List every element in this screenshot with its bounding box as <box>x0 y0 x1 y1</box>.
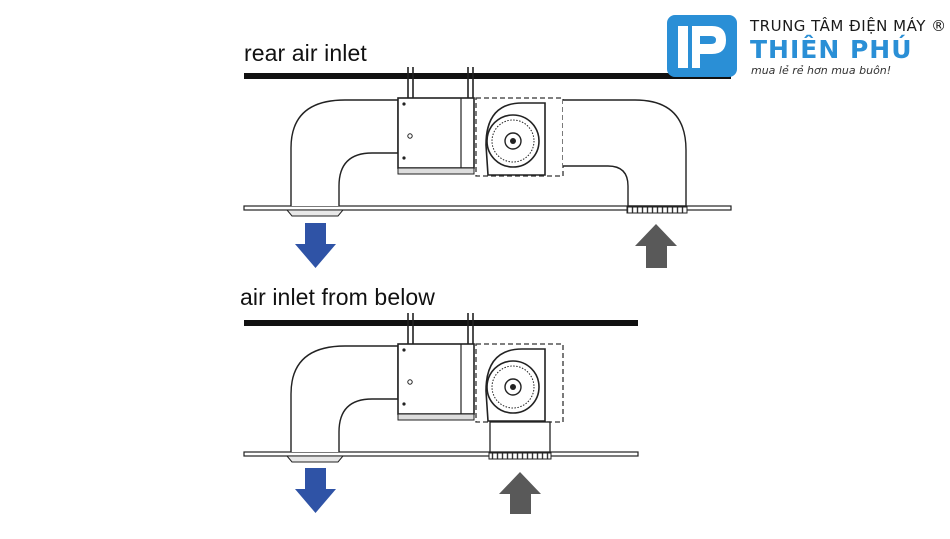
rear-air-inlet-label: rear air inlet <box>244 40 367 66</box>
bottom-diagram <box>243 313 639 514</box>
return-box-bottom <box>489 421 551 453</box>
inlet-arrow-top <box>635 224 677 268</box>
return-grille-top <box>626 206 688 214</box>
thien-phu-logo-icon <box>667 15 737 77</box>
brand-name: THIÊN PHÚ <box>750 35 913 64</box>
unit-body-top <box>397 97 475 169</box>
brand-logo: TRUNG TÂM ĐIỆN MÁY ® THIÊN PHÚ mua lẻ rẻ… <box>667 15 946 77</box>
hanger-rods-top <box>407 67 474 100</box>
top-diagram <box>243 67 732 268</box>
false-ceiling-bottom <box>243 451 639 457</box>
supply-duct-top <box>290 99 399 206</box>
outlet-arrow-bottom <box>295 468 336 513</box>
ceiling-line-top <box>244 73 731 79</box>
inlet-arrow-bottom <box>499 472 541 514</box>
blower-fan-icon-bottom <box>485 348 546 422</box>
unit-body-bottom <box>397 343 475 415</box>
false-ceiling-top <box>243 205 732 211</box>
air-inlet-from-below-label: air inlet from below <box>240 284 436 310</box>
hanger-rods-bottom <box>407 313 474 347</box>
brand-tagline: TRUNG TÂM ĐIỆN MÁY ® <box>750 17 947 35</box>
blower-fan-icon-top <box>485 102 546 176</box>
return-duct-top <box>563 99 687 207</box>
outlet-arrow-top <box>295 223 336 268</box>
return-grille-bottom <box>488 452 552 460</box>
ceiling-line-bottom <box>244 320 638 326</box>
brand-slogan: mua lẻ rẻ hơn mua buôn! <box>751 64 892 77</box>
supply-duct-bottom <box>290 345 399 452</box>
